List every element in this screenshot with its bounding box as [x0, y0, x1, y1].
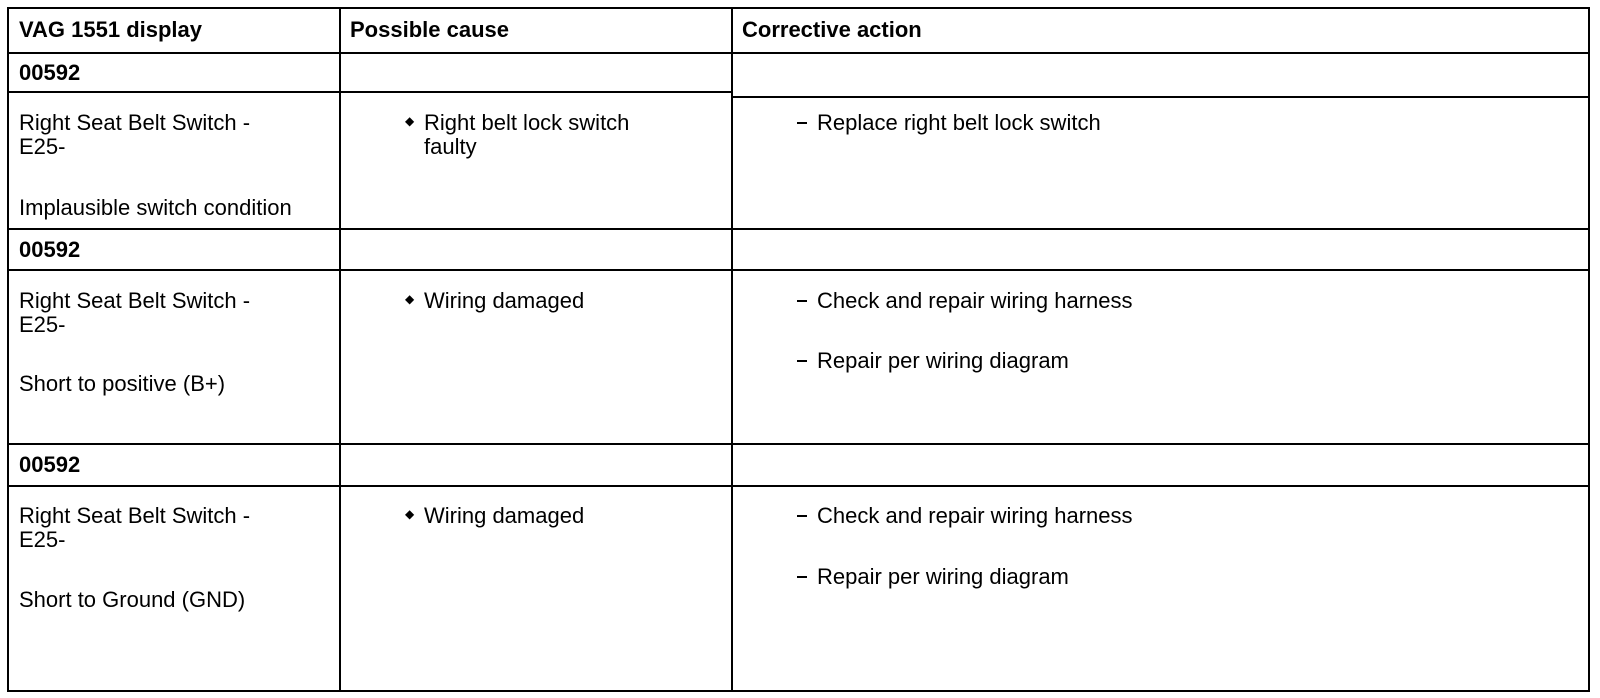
dash-icon [797, 122, 807, 124]
corrective-action: Replace right belt lock switch [817, 110, 1101, 135]
fault-condition: Short to positive (B+) [19, 371, 226, 396]
dash-icon [797, 300, 807, 302]
fault-code: 00592 [19, 60, 81, 85]
display-text: E25- [19, 527, 66, 552]
corrective-action: Check and repair wiring harness [817, 503, 1133, 528]
fault-condition: Short to Ground (GND) [19, 587, 246, 612]
display-text: Right Seat Belt Switch - [19, 503, 251, 528]
possible-cause: faulty [424, 134, 477, 159]
header-corrective-action: Corrective action [742, 17, 922, 42]
display-text: E25- [19, 134, 66, 159]
row-rule [9, 228, 1588, 230]
possible-cause: Wiring damaged [424, 503, 585, 528]
dash-icon [797, 360, 807, 362]
display-text: Right Seat Belt Switch - [19, 110, 251, 135]
bullet-icon: ◆ [405, 507, 415, 521]
column-divider [731, 9, 733, 690]
header-rule [9, 52, 1588, 54]
corrective-action: Repair per wiring diagram [817, 564, 1069, 589]
header-vag-display: VAG 1551 display [19, 17, 203, 42]
code-rule [733, 269, 1588, 271]
diagnostic-table: VAG 1551 display Possible cause Correcti… [7, 7, 1590, 692]
column-divider [339, 9, 341, 690]
fault-condition: Implausible switch condition [19, 195, 292, 220]
possible-cause: Right belt lock switch [424, 110, 630, 135]
dash-icon [797, 515, 807, 517]
dash-icon [797, 576, 807, 578]
possible-cause: Wiring damaged [424, 288, 585, 313]
bullet-icon: ◆ [405, 292, 415, 306]
code-rule [9, 91, 733, 93]
fault-code: 00592 [19, 237, 81, 262]
code-rule [9, 485, 733, 487]
code-rule [733, 96, 1588, 98]
fault-code: 00592 [19, 452, 81, 477]
code-rule [733, 485, 1588, 487]
bullet-icon: ◆ [405, 114, 415, 128]
display-text: E25- [19, 312, 66, 337]
corrective-action: Repair per wiring diagram [817, 348, 1069, 373]
code-rule [9, 269, 733, 271]
display-text: Right Seat Belt Switch - [19, 288, 251, 313]
header-possible-cause: Possible cause [350, 17, 509, 42]
row-rule [9, 443, 1588, 445]
corrective-action: Check and repair wiring harness [817, 288, 1133, 313]
